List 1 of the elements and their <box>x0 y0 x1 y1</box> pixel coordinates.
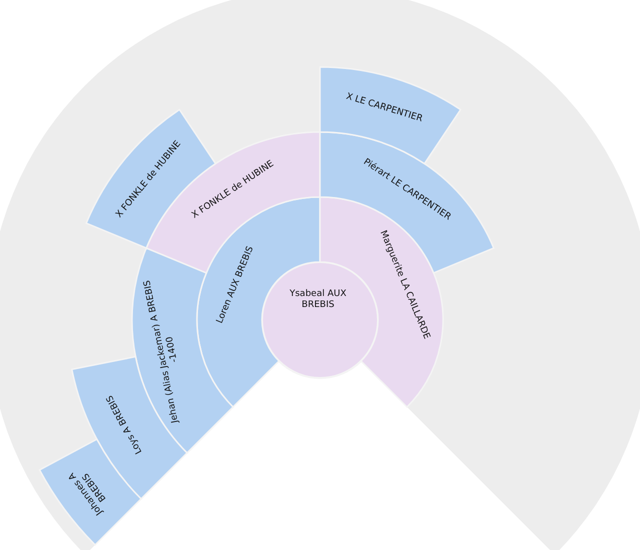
person-name: Ysabeal AUX BREBIS <box>288 288 348 312</box>
